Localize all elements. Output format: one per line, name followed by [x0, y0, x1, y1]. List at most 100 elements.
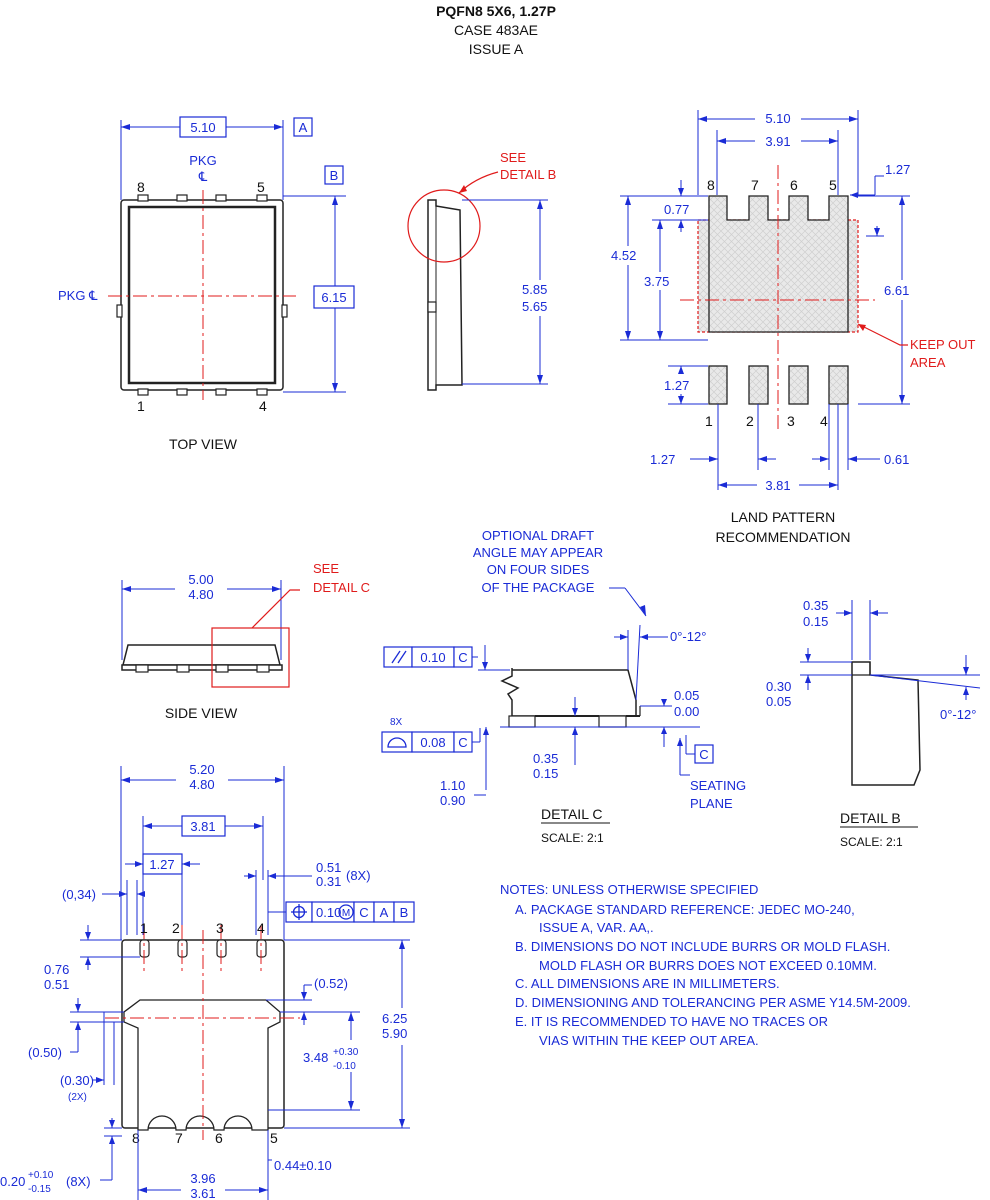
exposed-pad	[123, 999, 281, 1131]
detail-b-title: DETAIL B	[840, 810, 901, 826]
bv-datum-a: A	[380, 905, 389, 920]
land-pad-4	[828, 365, 849, 405]
detail-b-angle: 0°-12°	[940, 707, 976, 722]
detail-b-body	[851, 661, 921, 786]
bv-height-max: 6.25	[382, 1011, 407, 1026]
bv-lead-plus: +0.10	[28, 1170, 54, 1181]
datum-b: B	[330, 168, 339, 183]
detail-c: OPTIONAL DRAFT ANGLE MAY APPEAR ON FOUR …	[381, 528, 746, 845]
note-a-line1: A. PACKAGE STANDARD REFERENCE: JEDEC MO-…	[515, 902, 855, 917]
datum-a-box	[293, 117, 313, 137]
bv-lead-minus: -0.15	[28, 1184, 51, 1195]
detail-c-draft-angle: 0°-12°	[670, 629, 706, 644]
detail-c-scale: SCALE: 2:1	[541, 831, 604, 845]
detail-b: 0.35 0.15 0.30 0.05 0°-12° DETAIL B SCAL…	[766, 598, 981, 849]
bv-lead-count: (8X)	[346, 868, 371, 883]
keep-out-label-line2: AREA	[910, 355, 946, 370]
profile-datum: C	[458, 735, 467, 750]
bv-dim-030-count: (2X)	[68, 1092, 87, 1103]
bv-pin-5: 5	[270, 1130, 278, 1146]
bv-lead-width-min: 0.31	[316, 874, 341, 889]
pkg-centerline-symbol: ℄	[198, 169, 208, 184]
bv-pad-minus: -0.10	[333, 1061, 356, 1072]
detail-b-height-min: 0.05	[766, 694, 791, 709]
notes: NOTES: UNLESS OTHERWISE SPECIFIED A. PAC…	[500, 882, 911, 1048]
package-height-min: 0.90	[440, 793, 465, 808]
keep-out-label-line1: KEEP OUT	[910, 337, 976, 352]
bv-width-max: 5.20	[189, 762, 214, 777]
package-height-max: 1.10	[440, 778, 465, 793]
position-tolerance-icon	[291, 904, 307, 920]
profile-tolerance: 0.08	[420, 735, 445, 750]
bv-pin-2: 2	[172, 920, 180, 936]
note-c: C. ALL DIMENSIONS ARE IN MILLIMETERS.	[515, 976, 780, 991]
lp-pin-5: 5	[829, 177, 837, 193]
top-pin-1: 1	[137, 398, 145, 414]
land-pad-1	[708, 365, 728, 405]
case-number: CASE 483AE	[454, 22, 538, 38]
draft-note-line1: OPTIONAL DRAFT	[482, 528, 594, 543]
bv-dim-051: 0.51	[44, 977, 69, 992]
lp-overall-width: 5.10	[765, 111, 790, 126]
lp-caption-line1: LAND PATTERN	[731, 509, 836, 525]
profile-height-max: 5.85	[522, 282, 547, 297]
bv-pin-8: 8	[132, 1130, 140, 1146]
parallelism-tolerance: 0.10	[420, 650, 445, 665]
standoff-min: 0.00	[674, 704, 699, 719]
see-detail-b-line1: SEE	[500, 150, 526, 165]
detail-c-title: DETAIL C	[541, 806, 602, 822]
top-width-dim: 5.10	[190, 120, 215, 135]
lp-dim-077: 0.77	[664, 202, 689, 217]
bv-dim-396: 3.96	[190, 1171, 215, 1186]
standoff-max: 0.05	[674, 688, 699, 703]
note-e-line2: VIAS WITHIN THE KEEP OUT AREA.	[539, 1033, 759, 1048]
side-width-min: 4.80	[188, 587, 213, 602]
notes-heading: NOTES: UNLESS OTHERWISE SPECIFIED	[500, 882, 758, 897]
bv-lead-width-max: 0.51	[316, 860, 341, 875]
lp-pin-7: 7	[751, 177, 759, 193]
lp-pad-width: 0.61	[884, 452, 909, 467]
bv-dim-030: (0.30)	[60, 1073, 94, 1088]
datum-a: A	[299, 120, 308, 135]
bv-pitch: 1.27	[149, 857, 174, 872]
note-a-line2: ISSUE A, VAR. AA,.	[539, 920, 654, 935]
side-view-caption: SIDE VIEW	[165, 705, 238, 721]
parallelism-datum: C	[458, 650, 467, 665]
lp-dim-375: 3.75	[644, 274, 669, 289]
bv-lead-count2: (8X)	[66, 1174, 91, 1189]
header: PQFN8 5X6, 1.27P CASE 483AE ISSUE A	[436, 3, 556, 57]
land-pad-2	[748, 365, 769, 405]
lp-pin-2: 2	[746, 413, 754, 429]
mmc-modifier: M	[342, 908, 350, 919]
profile-surface-icon	[387, 737, 407, 748]
profile-height-min: 5.65	[522, 299, 547, 314]
bv-datum-b: B	[400, 905, 409, 920]
side-profile-view: SEE DETAIL B 5.85 5.65	[407, 150, 556, 391]
land-pattern-view: 5.10 3.91 1.27 8 7 6 5 1 2 3 4	[611, 110, 976, 545]
draft-note-line4: OF THE PACKAGE	[482, 580, 595, 595]
bv-pin-3: 3	[216, 920, 224, 936]
lp-inner-width: 3.91	[765, 134, 790, 149]
lead-thickness-max: 0.35	[533, 751, 558, 766]
see-detail-b-line2: DETAIL B	[500, 167, 556, 182]
see-detail-c-line1: SEE	[313, 561, 339, 576]
detail-b-callout-circle	[407, 189, 481, 263]
lp-dim-452: 4.52	[611, 248, 636, 263]
issue-label: ISSUE A	[469, 41, 524, 57]
bottom-view: 5.20 4.80 3.81 1.27 (0,34)	[0, 762, 415, 1200]
top-view-inner-outline	[127, 205, 277, 385]
top-view-caption: TOP VIEW	[169, 436, 238, 452]
bv-pin-1: 1	[140, 920, 148, 936]
draft-note-line2: ANGLE MAY APPEAR	[473, 545, 603, 560]
side-view-body	[122, 644, 281, 666]
bv-height-min: 5.90	[382, 1026, 407, 1041]
land-pad-3	[788, 365, 809, 405]
side-width-max: 5.00	[188, 572, 213, 587]
pkg-label: PKG	[189, 153, 216, 168]
datum-b-box	[324, 165, 344, 185]
lp-pin-8: 8	[707, 177, 715, 193]
note-d: D. DIMENSIONING AND TOLERANCING PER ASME…	[515, 995, 911, 1010]
parallelism-icon	[391, 650, 407, 664]
lp-pitch-bottom: 1.27	[650, 452, 675, 467]
